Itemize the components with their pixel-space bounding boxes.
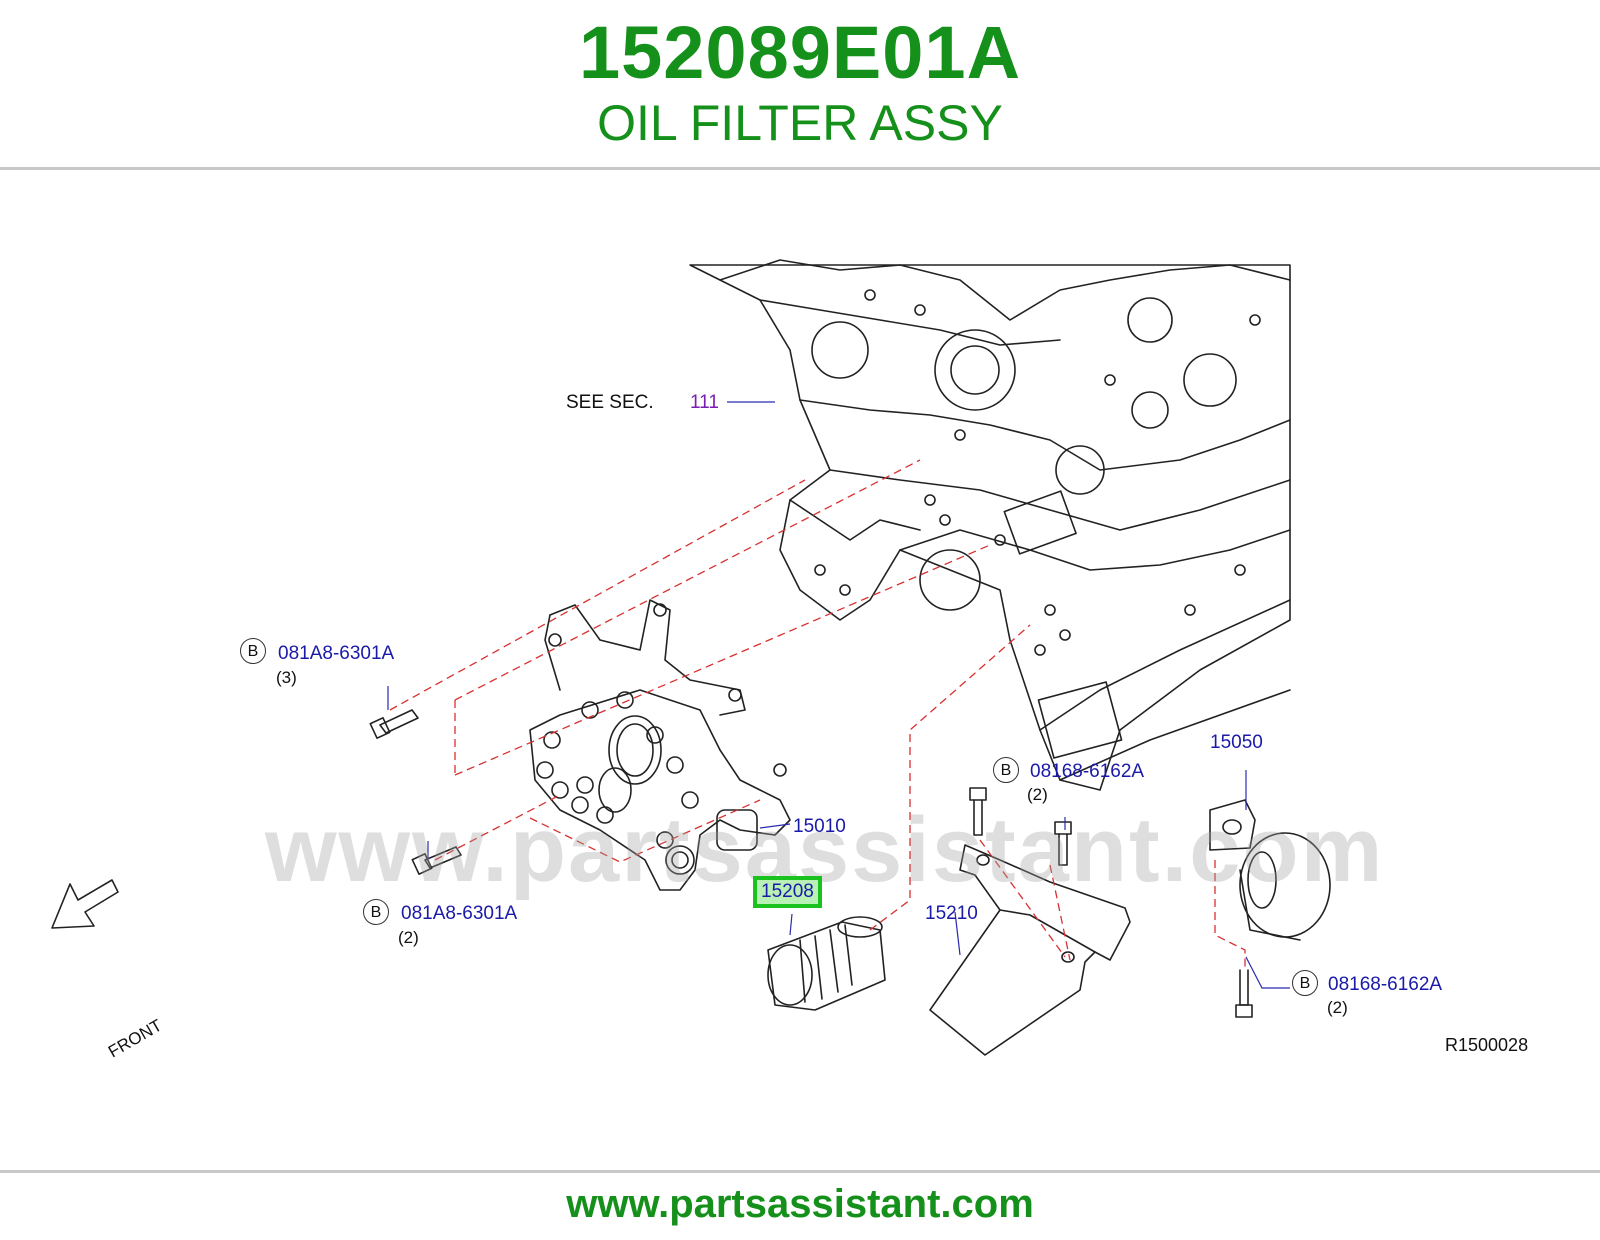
bolt-spec-marker: B: [363, 899, 389, 925]
bolt-center-qty: (2): [1027, 785, 1048, 804]
bolt-center-b-shape: [1054, 821, 1072, 866]
engine-block-outline: [689, 264, 1291, 791]
filter-sensor-part-link[interactable]: 15050: [1210, 732, 1263, 753]
oil-filter-part-link-highlighted[interactable]: 15208: [753, 876, 822, 908]
bolt-top-left-qty: (3): [276, 668, 297, 687]
callout-leaders: [387, 401, 1290, 989]
bolt-top-left-part-link[interactable]: 081A8-6301A: [278, 643, 395, 664]
parts-diagram: www.partsassistant.com SEE SEC. 111 B 08…: [0, 170, 1600, 1170]
bolt-right-part-link[interactable]: 08168-6162A: [1328, 974, 1443, 995]
bolt-spec-marker: B: [240, 638, 266, 664]
diagram-reference-code: R1500028: [1445, 1035, 1529, 1055]
filter-bracket-shape: [929, 844, 1131, 1056]
part-number-title: 152089E01A: [578, 11, 1022, 94]
oil-pump-part-link[interactable]: 15010: [793, 816, 846, 837]
bolt-center-a-shape: [969, 787, 987, 836]
part-name-subtitle: OIL FILTER ASSY: [597, 95, 1003, 151]
bolt-bottom-left-part-link[interactable]: 081A8-6301A: [401, 903, 518, 924]
see-section-ref-link[interactable]: 111: [690, 392, 719, 413]
top-divider: [0, 167, 1600, 170]
front-arrow-shape: [51, 879, 119, 929]
filter-sensor-shape: [1209, 799, 1331, 941]
leader-dashes: [389, 459, 1246, 968]
bottom-divider: [0, 1170, 1600, 1173]
bolt-spec-marker: B: [993, 757, 1019, 783]
bolt-center-part-link[interactable]: 08168-6162A: [1030, 761, 1145, 782]
see-section-label: SEE SEC.: [566, 392, 654, 413]
filter-bracket-part-link[interactable]: 15210: [925, 903, 978, 924]
footer-site-link[interactable]: www.partsassistant.com: [566, 1182, 1034, 1226]
oil-filter-shape: [767, 916, 886, 1011]
bolt-spec-marker: B: [1292, 970, 1318, 996]
bolt-top-left-shape: [369, 709, 419, 740]
diagram-drawing: [51, 259, 1331, 1056]
oil-pump-outline: [529, 689, 791, 891]
bolt-right-shape: [1235, 969, 1253, 1018]
page-header: 152089E01A OIL FILTER ASSY: [0, 0, 1600, 168]
bolt-right-qty: (2): [1327, 998, 1348, 1017]
bolt-bottom-left-qty: (2): [398, 928, 419, 947]
watermark-text: www.partsassistant.com: [265, 799, 1385, 901]
bolt-bottom-left-shape: [411, 846, 462, 876]
